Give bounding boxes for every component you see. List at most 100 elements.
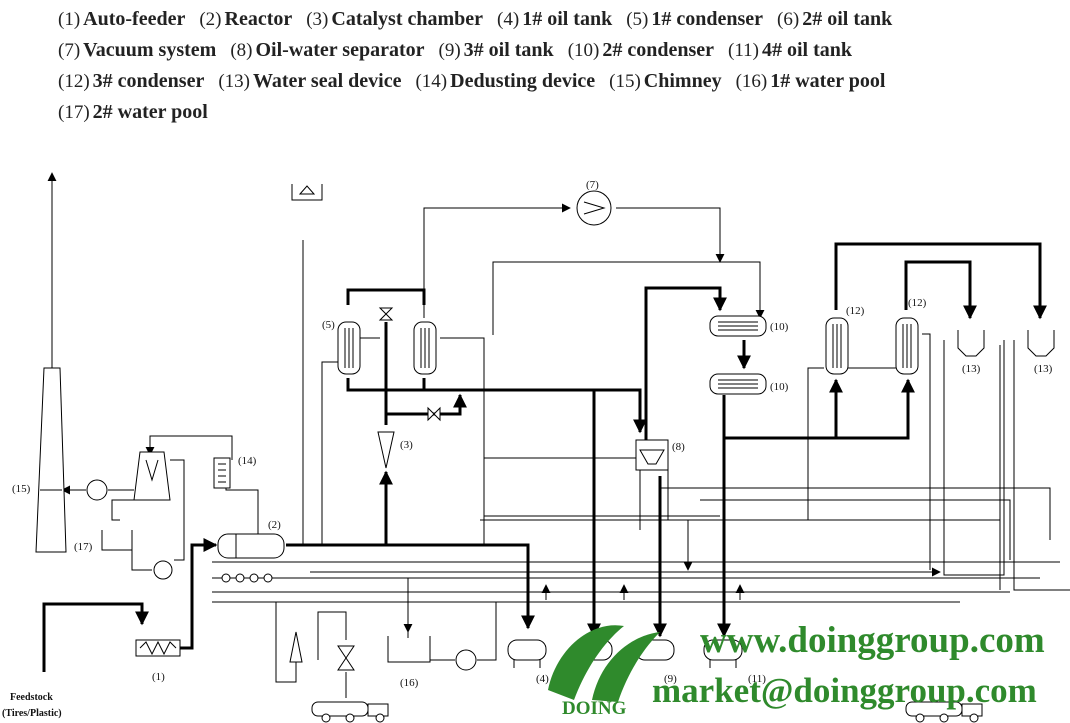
legend-number: (9) <box>438 40 461 61</box>
dedusting-device <box>213 457 231 489</box>
legend-item: (12)3# condenser <box>58 70 204 92</box>
legend-number: (7) <box>58 40 81 61</box>
feedstock-sublabel: (Tires/Plastic) <box>2 708 62 719</box>
legend-name: Catalyst chamber <box>331 8 484 30</box>
label-3: (3) <box>400 439 413 451</box>
legend-number: (15) <box>609 71 641 92</box>
label-11: (11) <box>748 673 766 685</box>
email-text: market@doinggroup.com <box>652 671 1037 710</box>
legend-name: Chimney <box>643 70 722 92</box>
legend-number: (12) <box>58 71 90 92</box>
legend-item: (14)Dedusting device <box>415 70 595 92</box>
legend-item: (16)1# water pool <box>736 70 886 92</box>
legend-name: Vacuum system <box>83 39 217 61</box>
label-10a: (10) <box>770 321 789 333</box>
legend-name: 2# oil tank <box>802 8 893 30</box>
legend-name: 2# condenser <box>602 39 715 61</box>
legend-number: (2) <box>199 9 222 30</box>
legend-item: (10)2# condenser <box>568 39 714 61</box>
scrubber <box>86 451 173 580</box>
oil-water-separator <box>635 439 669 471</box>
legend-line: (1)Auto-feeder (2)Reactor (3)Catalyst cham… <box>58 4 1063 35</box>
label-13a: (13) <box>962 363 981 375</box>
legend-item: (8)Oil-water separator <box>230 39 424 61</box>
legend-item: (17)2# water pool <box>58 101 208 123</box>
label-12a: (12) <box>846 305 865 317</box>
legend-item: (11)4# oil tank <box>728 39 852 61</box>
label-16: (16) <box>400 677 419 689</box>
label-15: (15) <box>12 483 31 495</box>
label-8: (8) <box>672 441 685 453</box>
legend-item: (3)Catalyst chamber <box>306 8 483 30</box>
legend-line: (7)Vacuum system (8)Oil-water separator (9… <box>58 35 1063 66</box>
legend-item: (1)Auto-feeder <box>58 8 185 30</box>
reactor <box>217 533 285 583</box>
brand-name: DOING <box>562 698 627 719</box>
label-13b: (13) <box>1034 363 1053 375</box>
thick-pipes <box>42 242 1047 672</box>
legend-name: 1# oil tank <box>522 8 613 30</box>
label-5: (5) <box>322 319 335 331</box>
water-seal-devices <box>943 330 1070 591</box>
water-pool-17 <box>101 530 133 551</box>
website-text: www.doinggroup.com <box>700 620 1045 661</box>
legend-item: (5)1# condenser <box>626 8 763 30</box>
condensers-10 <box>709 315 767 395</box>
vacuum-pump <box>576 190 612 226</box>
legend-name: Reactor <box>224 8 293 30</box>
thin-pipes <box>47 172 1060 698</box>
legend-item: (15)Chimney <box>609 70 721 92</box>
legend-number: (3) <box>306 9 329 30</box>
catalyst-chamber <box>377 431 395 469</box>
label-12b: (12) <box>908 297 927 309</box>
legend-name: 3# condenser <box>92 70 205 92</box>
condensers-5 <box>337 321 437 375</box>
legend-number: (8) <box>230 40 253 61</box>
watermark: DOING www.doinggroup.com market@doinggro… <box>548 620 1045 719</box>
label-17: (17) <box>74 541 93 553</box>
valves <box>378 307 441 422</box>
legend-item: (9)3# oil tank <box>439 39 554 61</box>
legend-number: (10) <box>567 40 600 61</box>
legend-name: 3# oil tank <box>463 39 554 61</box>
legend-line: (12)3# condenser (13)Water seal device (14… <box>58 66 1063 97</box>
legend-item: (13)Water seal device <box>218 70 401 92</box>
legend-number: (6) <box>777 9 800 30</box>
sludge-units <box>289 631 355 671</box>
feedstock-label: Feedstock <box>10 692 53 703</box>
legend-number: (16) <box>735 71 768 92</box>
legend-name: 4# oil tank <box>761 39 852 61</box>
legend-number: (17) <box>58 102 90 123</box>
legend-item: (2)Reactor <box>199 8 292 30</box>
legend-name: Oil-water separator <box>255 39 425 61</box>
legend: (1)Auto-feeder (2)Reactor (3)Catalyst cham… <box>58 4 1063 128</box>
chimney <box>35 367 67 553</box>
doing-logo: DOING <box>548 625 660 719</box>
legend-number: (5) <box>626 9 649 30</box>
label-1: (1) <box>152 671 165 683</box>
label-14: (14) <box>238 455 257 467</box>
label-2: (2) <box>268 519 281 531</box>
legend-number: (14) <box>415 71 448 92</box>
water-pool-16 <box>387 636 477 671</box>
legend-number: (1) <box>58 9 81 30</box>
legend-name: Auto-feeder <box>83 8 186 30</box>
legend-name: 1# condenser <box>651 8 764 30</box>
legend-number: (13) <box>218 71 250 92</box>
legend-item: (6)2# oil tank <box>777 8 892 30</box>
legend-name: Dedusting device <box>450 70 596 92</box>
label-9: (9) <box>664 673 677 685</box>
equipment-labels: (1) (2) (3) (4) (5) (7) (8) (9) (10) (10… <box>2 179 1053 719</box>
water-tank-top <box>291 184 323 201</box>
legend-line: (17)2# water pool <box>58 97 1063 128</box>
auto-feeder <box>135 639 181 657</box>
legend-number: (4) <box>497 9 520 30</box>
label-4: (4) <box>536 673 549 685</box>
legend-number: (11) <box>728 40 759 61</box>
legend-name: Water seal device <box>252 70 402 92</box>
condensers-12 <box>825 317 919 375</box>
legend-item: (4)1# oil tank <box>497 8 612 30</box>
label-7: (7) <box>586 179 599 191</box>
legend-name: 2# water pool <box>92 101 208 123</box>
